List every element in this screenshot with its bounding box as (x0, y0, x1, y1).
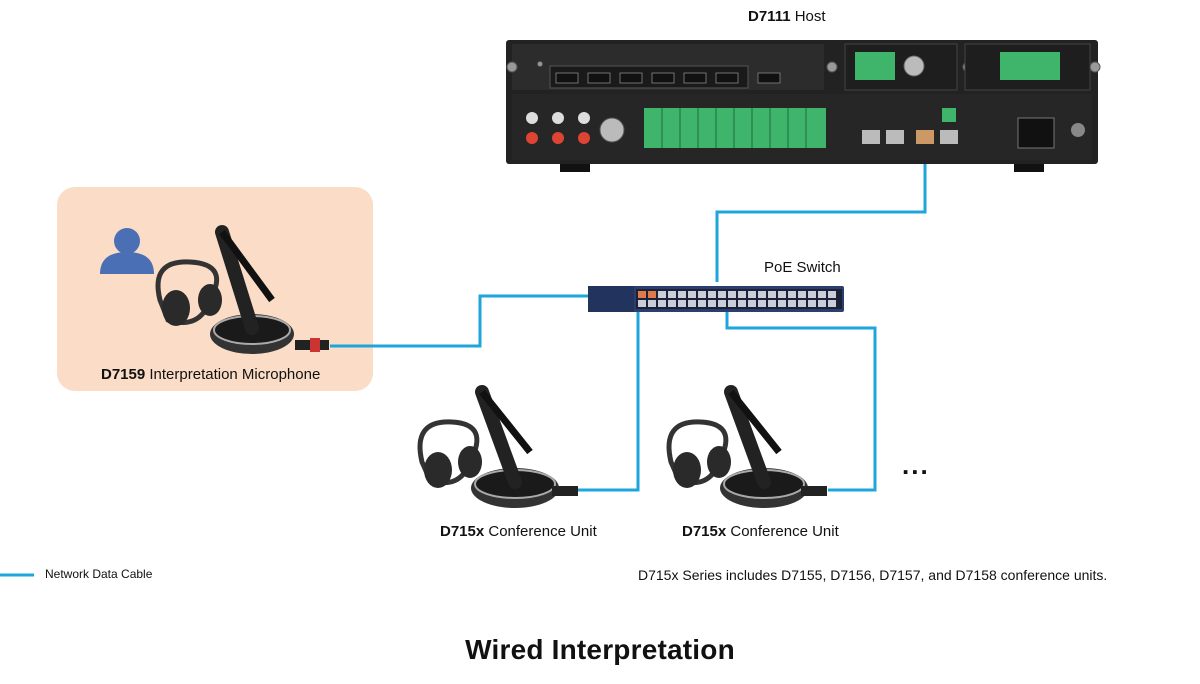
cable-host-to-switch (715, 150, 927, 282)
conference-unit-2-label: D715x Conference Unit (682, 523, 839, 540)
host-model: D7111 (748, 8, 791, 25)
cable-switch-to-interp-mic (330, 294, 590, 348)
conference-unit-2-image (666, 385, 827, 508)
interpretation-mic-label: D7159 Interpretation Microphone (101, 366, 320, 383)
legend-label: Network Data Cable (45, 567, 153, 581)
interpretation-mic-suffix: Interpretation Microphone (145, 366, 321, 383)
poe-switch-label: PoE Switch (764, 259, 841, 276)
host-suffix: Host (790, 8, 826, 25)
cable-switch-to-unit-2 (725, 310, 877, 492)
host-device-image (506, 40, 1101, 172)
conference-unit-1-suffix: Conference Unit (484, 523, 597, 540)
series-note: D715x Series includes D7155, D7156, D715… (638, 567, 1108, 583)
conference-unit-1-image (417, 385, 578, 508)
cable-switch-to-unit-1 (578, 310, 640, 492)
conference-unit-2-suffix: Conference Unit (726, 523, 839, 540)
host-label: D7111 Host (748, 8, 826, 25)
poe-switch-image (588, 286, 844, 312)
network-cables (330, 150, 927, 492)
interpretation-microphone-image (155, 225, 329, 354)
interpretation-mic-model: D7159 (101, 366, 146, 383)
interpreter-user-icon (100, 228, 154, 274)
page-title: Wired Interpretation (465, 634, 735, 665)
conference-unit-1-model: D715x (440, 523, 485, 540)
conference-unit-2-model: D715x (682, 523, 727, 540)
conference-unit-1-label: D715x Conference Unit (440, 523, 597, 540)
more-units-indicator: ... (902, 450, 930, 480)
